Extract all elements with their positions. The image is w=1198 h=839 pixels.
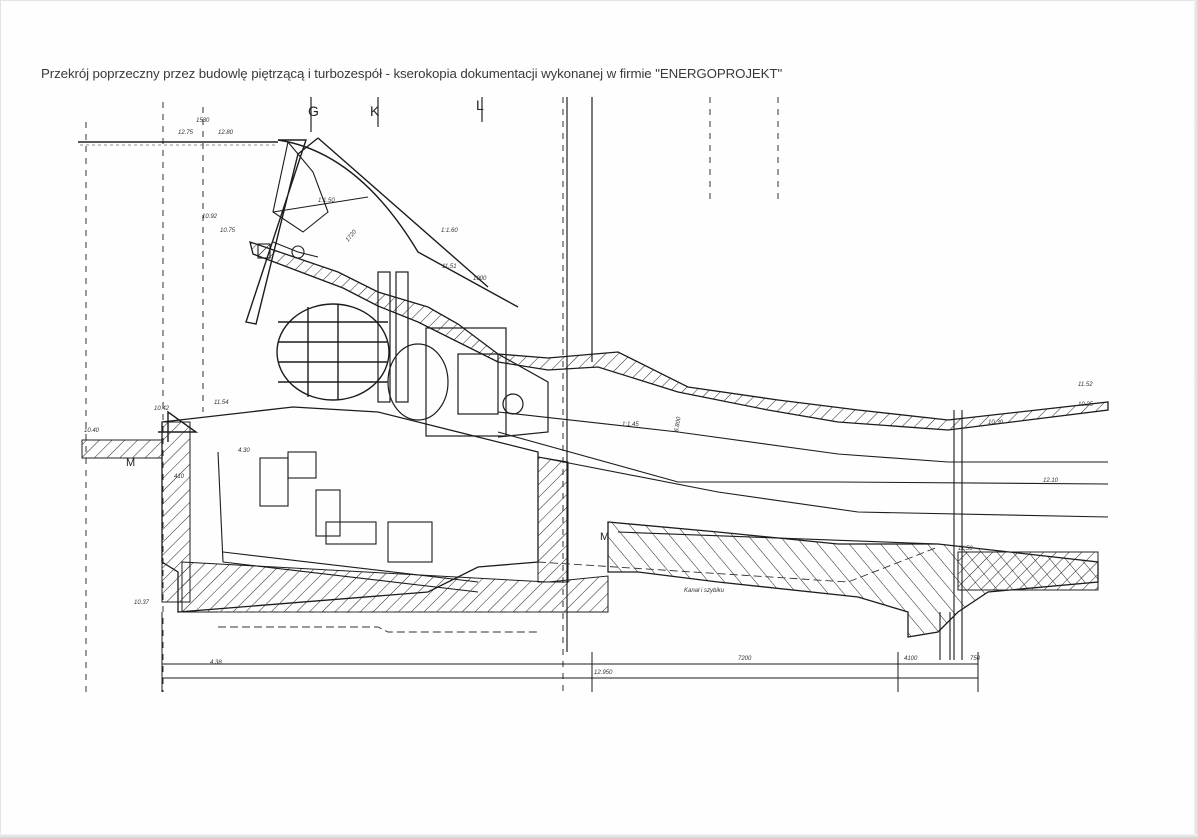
dimension-label: 1000 <box>473 276 487 282</box>
dimension-label: 4100 <box>904 656 918 662</box>
dimension-label: 7200 <box>738 656 752 662</box>
dimension-label: 1:1.50 <box>318 198 335 204</box>
document-caption: Przekrój poprzeczny przez budowlę piętrz… <box>41 66 783 81</box>
elevation-label: 10.75 <box>220 228 236 234</box>
tailrace-end-block <box>957 551 1099 591</box>
cross-section-drawing: G K L M M 12.75 12.80 10.92 10.75 11.51 … <box>78 92 1110 704</box>
dimension-label: 410 <box>174 474 185 480</box>
elevation-label: 10.42 <box>154 406 170 412</box>
dimension-label: 1720 <box>345 229 359 244</box>
dimension-label: 750 <box>970 656 981 662</box>
elevation-label: 10.30 <box>988 420 1004 426</box>
cross-section-svg: G K L M M 12.75 12.80 10.92 10.75 11.51 … <box>78 97 1109 692</box>
draft-tube-lines <box>497 411 1109 545</box>
upstream-sill-block <box>81 439 163 459</box>
elevation-label: 11.52 <box>1078 382 1093 388</box>
machinery-room <box>217 451 479 593</box>
elevation-label: 10.37 <box>134 600 150 606</box>
dimension-lines <box>161 612 979 692</box>
sheet-edge-bottom <box>0 834 1198 839</box>
generator-housing <box>377 271 549 438</box>
sheet-edge-right <box>1194 0 1198 839</box>
dimension-label: 1:1.60 <box>441 228 458 234</box>
dam-crest-hatch <box>249 240 1109 431</box>
elevation-label: 12.10 <box>1043 478 1059 484</box>
dimension-label: 4.30 <box>238 448 250 454</box>
elevation-label: 11.50 <box>958 546 973 552</box>
elevation-label: 11.54 <box>214 400 229 406</box>
elevation-label: 11.51 <box>442 264 457 270</box>
tailrace-floor <box>607 521 1099 638</box>
gate-mechanism <box>257 140 369 259</box>
dimension-label: 6.800 <box>674 416 683 432</box>
elevation-label: 10.40 <box>84 428 100 434</box>
annotation-label: Kanał i szybiku <box>684 588 725 594</box>
axis-label-l: L <box>476 97 484 113</box>
dimension-label: 1:1.45 <box>622 422 639 428</box>
dimension-label: 1530 <box>196 118 210 124</box>
elevation-label: 12.80 <box>218 130 234 136</box>
elevation-label: 10.92 <box>202 214 218 220</box>
dimension-label: 12.950 <box>594 670 613 676</box>
axis-label-g: G <box>308 103 319 119</box>
dimension-label: 4.38 <box>210 660 222 666</box>
axis-label-k: K <box>370 103 380 119</box>
section-mark-m-right: M <box>600 531 609 543</box>
base-dashed-lines <box>218 546 939 633</box>
elevation-label: 10.25 <box>1078 402 1094 408</box>
turbine-runner <box>276 303 390 401</box>
downstream-posts <box>939 410 963 660</box>
elevation-label: 12.75 <box>178 130 194 136</box>
section-mark-m-left: M <box>126 457 135 469</box>
